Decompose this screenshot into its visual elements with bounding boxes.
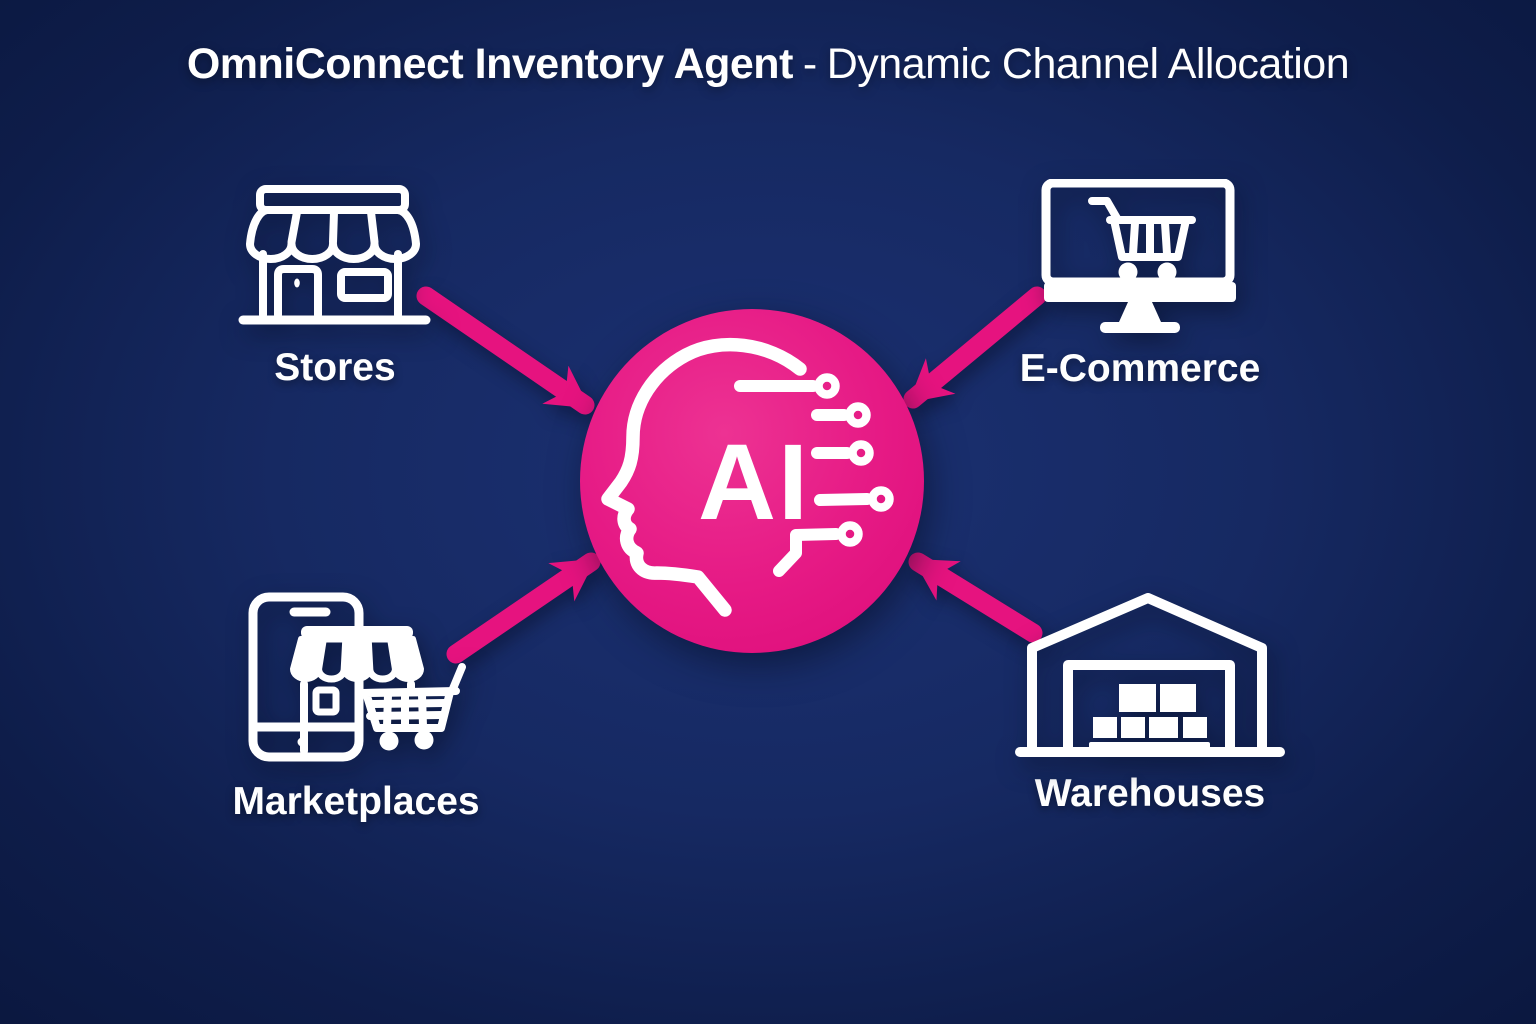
warehouse-boxes bbox=[1089, 684, 1210, 753]
node-warehouses: Warehouses bbox=[1014, 592, 1286, 816]
warehouses-label: Warehouses bbox=[1034, 772, 1266, 815]
head-profile-outline bbox=[601, 337, 807, 617]
storefront-icon bbox=[236, 182, 434, 334]
phone-store-cart-icon bbox=[245, 588, 467, 768]
ai-hub: AI bbox=[580, 309, 924, 653]
page-title-bold: OmniConnect Inventory Agent bbox=[186, 40, 794, 88]
ai-label: AI bbox=[698, 421, 810, 542]
monitor-cart-icon bbox=[1040, 179, 1240, 335]
arrow-ecommerce-to-ai bbox=[903, 286, 1047, 409]
arrow-warehouses-to-ai bbox=[908, 552, 1043, 643]
marketplaces-label: Marketplaces bbox=[232, 780, 480, 823]
arrow-marketplaces-to-ai bbox=[446, 552, 601, 664]
circuit-nodes bbox=[814, 373, 894, 547]
node-stores: Stores bbox=[215, 182, 455, 390]
stores-label: Stores bbox=[274, 346, 396, 389]
ecommerce-label: E-Commerce bbox=[1019, 347, 1261, 390]
ai-head-circuit-icon: AI bbox=[580, 309, 924, 653]
arrow-stores-to-ai bbox=[416, 286, 595, 415]
page-title: OmniConnect Inventory Agent-Dynamic Chan… bbox=[0, 40, 1536, 89]
page-title-separator: - bbox=[802, 40, 817, 88]
circuit-traces bbox=[734, 380, 873, 577]
node-ecommerce: E-Commerce bbox=[1020, 179, 1260, 391]
page-title-regular: Dynamic Channel Allocation bbox=[826, 40, 1350, 88]
node-marketplaces: Marketplaces bbox=[232, 588, 480, 824]
warehouse-boxes-icon bbox=[1014, 592, 1286, 760]
